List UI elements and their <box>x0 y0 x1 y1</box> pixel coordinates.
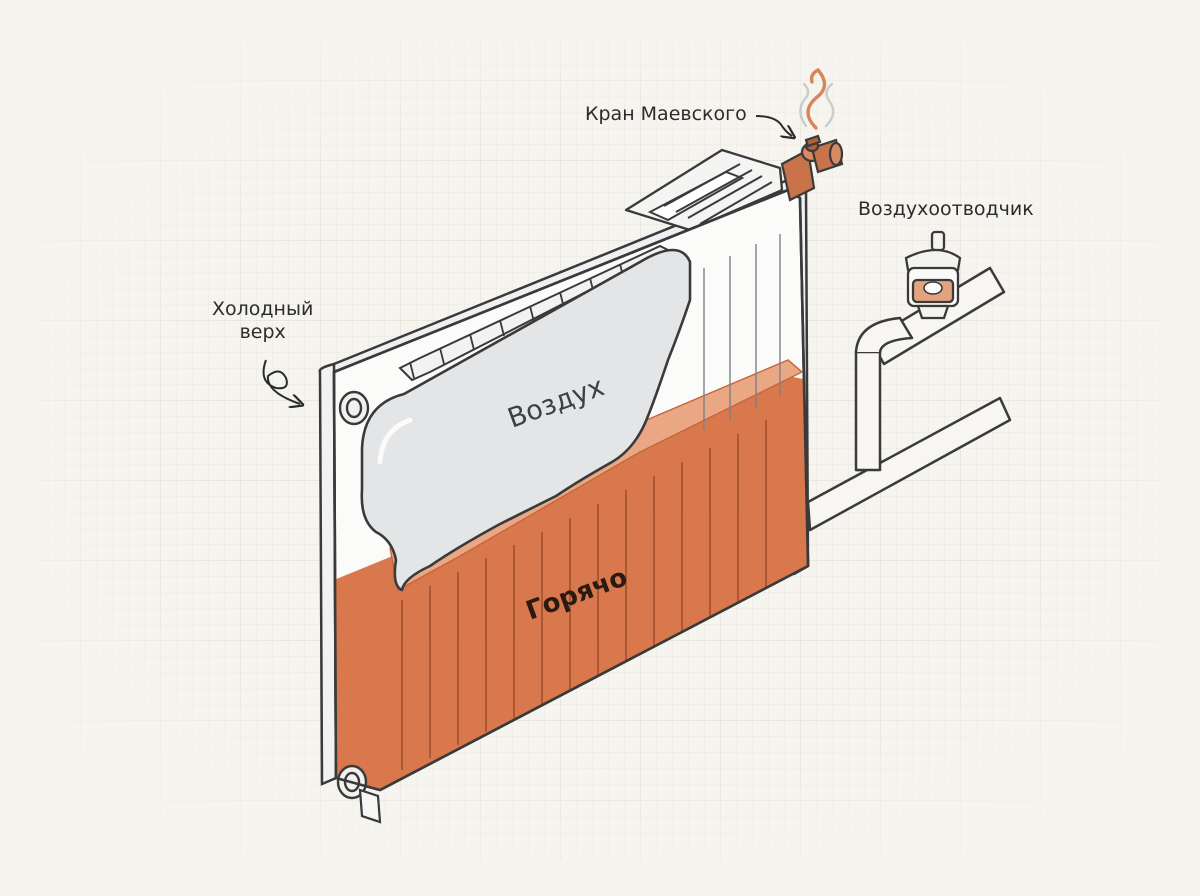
cold-top-arrow <box>262 359 300 404</box>
air-vent-label: Воздухоотводчик <box>858 198 1034 220</box>
air-vent-icon <box>904 230 962 320</box>
mayevsky-valve-label: Кран Маевского <box>585 103 747 125</box>
mayevsky-valve-icon <box>780 134 844 202</box>
air-bubble <box>360 248 692 592</box>
steam-icon <box>799 67 835 130</box>
pipe-icon <box>806 266 1012 532</box>
cold-top-label: Холодный верх <box>212 298 313 344</box>
valve-arrow <box>755 115 792 136</box>
cold-top-label-line1: Холодный <box>212 298 314 320</box>
cold-top-label-line2: верх <box>239 321 286 344</box>
